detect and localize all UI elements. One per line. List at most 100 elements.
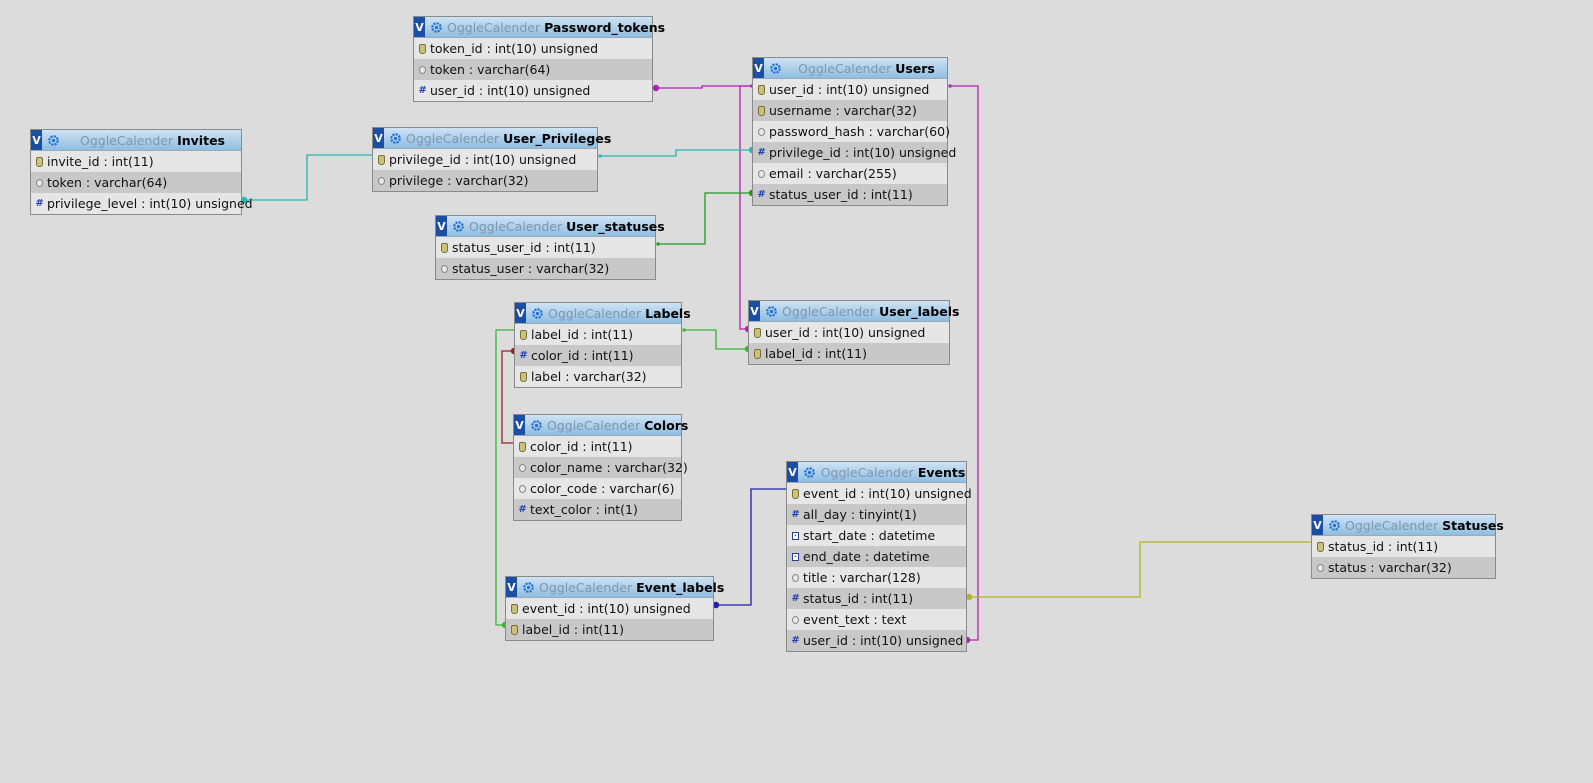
column-row[interactable]: token : varchar(64) — [414, 59, 652, 80]
date-icon: • — [792, 531, 799, 540]
column-row[interactable]: •end_date : datetime — [787, 546, 966, 567]
column-label: color_code : varchar(6) — [530, 481, 675, 496]
view-toggle-button[interactable]: V — [787, 462, 798, 482]
relation-events-event-labels-end-marker — [712, 601, 720, 609]
column-row[interactable]: #status_id : int(11) — [787, 588, 966, 609]
gear-icon[interactable] — [521, 580, 535, 594]
column-row[interactable]: #text_color : int(1) — [514, 499, 681, 520]
gear-icon[interactable] — [764, 304, 778, 318]
column-row[interactable]: label_id : int(11) — [515, 324, 681, 345]
column-row[interactable]: privilege_id : int(10) unsigned — [373, 149, 597, 170]
column-row[interactable]: status_user_id : int(11) — [436, 237, 655, 258]
text-icon — [36, 178, 43, 187]
column-row[interactable]: label_id : int(11) — [506, 619, 713, 640]
column-row[interactable]: email : varchar(255) — [753, 163, 947, 184]
view-toggle-button[interactable]: V — [436, 216, 447, 236]
view-toggle-button[interactable]: V — [31, 130, 42, 150]
view-toggle-button[interactable]: V — [506, 577, 517, 597]
column-row[interactable]: #user_id : int(10) unsigned — [787, 630, 966, 651]
column-row[interactable]: #privilege_level : int(10) unsigned — [31, 193, 253, 214]
column-row[interactable]: status_user : varchar(32) — [436, 258, 655, 279]
gear-icon[interactable] — [1327, 518, 1341, 532]
view-toggle-button[interactable]: V — [373, 128, 384, 148]
column-row[interactable]: color_name : varchar(32) — [514, 457, 688, 478]
key-icon — [378, 154, 385, 165]
column-row[interactable]: color_code : varchar(6) — [514, 478, 681, 499]
column-row[interactable]: event_text : text — [787, 609, 966, 630]
column-row[interactable]: privilege : varchar(32) — [373, 170, 597, 191]
gear-icon[interactable] — [530, 306, 544, 320]
view-toggle-button[interactable]: V — [414, 17, 425, 37]
column-row[interactable]: username : varchar(32) — [753, 100, 947, 121]
key-icon — [419, 43, 426, 54]
column-row[interactable]: #privilege_id : int(10) unsigned — [753, 142, 956, 163]
column-row[interactable]: label : varchar(32) — [515, 366, 681, 387]
column-row[interactable]: invite_id : int(11) — [31, 151, 241, 172]
database-name: OggleCalender — [469, 218, 563, 234]
numeric-icon: # — [519, 350, 528, 361]
gear-icon[interactable] — [388, 131, 402, 145]
gear-icon[interactable] — [529, 418, 543, 432]
column-row[interactable]: label_id : int(11) — [749, 343, 949, 364]
relation-labels-user-labels-start-marker — [682, 328, 686, 332]
column-row[interactable]: token_id : int(10) unsigned — [414, 38, 652, 59]
view-toggle-button[interactable]: V — [1312, 515, 1323, 535]
column-row[interactable]: status_id : int(11) — [1312, 536, 1495, 557]
view-toggle-button[interactable]: V — [515, 303, 526, 323]
gear-icon[interactable] — [802, 465, 816, 479]
column-row[interactable]: title : varchar(128) — [787, 567, 966, 588]
relation-users-user-labels — [739, 85, 752, 330]
column-label: invite_id : int(11) — [47, 154, 154, 169]
column-row[interactable]: #user_id : int(10) unsigned — [414, 80, 652, 101]
gear-icon[interactable] — [768, 61, 782, 75]
column-row[interactable]: password_hash : varchar(60) — [753, 121, 950, 142]
numeric-icon: # — [791, 509, 800, 520]
text-icon — [758, 169, 765, 178]
column-row[interactable]: event_id : int(10) unsigned — [787, 483, 972, 504]
column-row[interactable]: color_id : int(11) — [514, 436, 681, 457]
column-row[interactable]: user_id : int(10) unsigned — [749, 322, 949, 343]
relation-users-password-tokens-end-marker — [652, 84, 660, 92]
column-row[interactable]: event_id : int(10) unsigned — [506, 598, 713, 619]
gear-icon[interactable] — [451, 219, 465, 233]
column-row[interactable]: #status_user_id : int(11) — [753, 184, 947, 205]
relation-users-password-tokens — [656, 85, 752, 89]
column-label: text_color : int(1) — [530, 502, 638, 517]
gear-icon[interactable] — [46, 133, 60, 147]
text-icon — [441, 264, 448, 273]
column-row[interactable]: #color_id : int(11) — [515, 345, 681, 366]
gear-icon[interactable] — [429, 20, 443, 34]
column-row[interactable]: •start_date : datetime — [787, 525, 966, 546]
view-toggle-button[interactable]: V — [514, 415, 525, 435]
view-toggle-button[interactable]: V — [753, 58, 764, 78]
column-row[interactable]: #all_day : tinyint(1) — [787, 504, 966, 525]
view-toggle-button[interactable]: V — [749, 301, 760, 321]
column-row[interactable]: token : varchar(64) — [31, 172, 241, 193]
column-row[interactable]: user_id : int(10) unsigned — [753, 79, 947, 100]
column-row[interactable]: status : varchar(32) — [1312, 557, 1495, 578]
column-label: color_id : int(11) — [531, 348, 634, 363]
